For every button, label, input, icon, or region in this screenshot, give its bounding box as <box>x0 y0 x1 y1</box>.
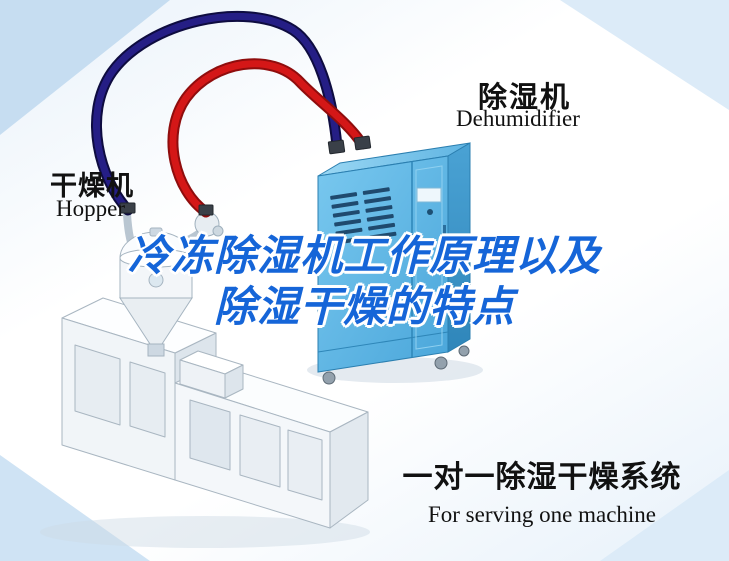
door-handle <box>443 225 446 275</box>
control-display <box>416 187 442 203</box>
main-title: 冷冻除湿机工作原理以及 除湿干燥的特点 <box>0 230 729 332</box>
hopper-dryer <box>119 210 224 357</box>
dehumidifier-unit <box>307 142 483 385</box>
main-title-line2: 除湿干燥的特点 <box>213 283 515 330</box>
vent-grille <box>330 187 397 245</box>
dehumidifier-label-en: Dehumidifier <box>456 106 580 131</box>
hose-navy <box>91 10 343 216</box>
caption: 一对一除湿干燥系统 For serving one machine <box>392 452 692 528</box>
hose-red <box>167 58 368 218</box>
hopper-label-en: Hopper <box>56 196 125 221</box>
dehumidifier-label-zh: 除湿机 <box>478 82 572 114</box>
hopper-label-zh: 干燥机 <box>50 171 134 201</box>
power-button <box>427 209 433 215</box>
caster-wheels <box>322 345 470 385</box>
caption-zh: 一对一除湿干燥系统 <box>402 461 682 494</box>
sight-glass <box>148 272 164 288</box>
door-panel <box>415 165 443 350</box>
hose-fittings <box>119 135 372 216</box>
extruder-machine <box>40 297 370 548</box>
caption-en: For serving one machine <box>427 502 657 527</box>
main-title-line1: 冷冻除湿机工作原理以及 <box>127 232 601 279</box>
